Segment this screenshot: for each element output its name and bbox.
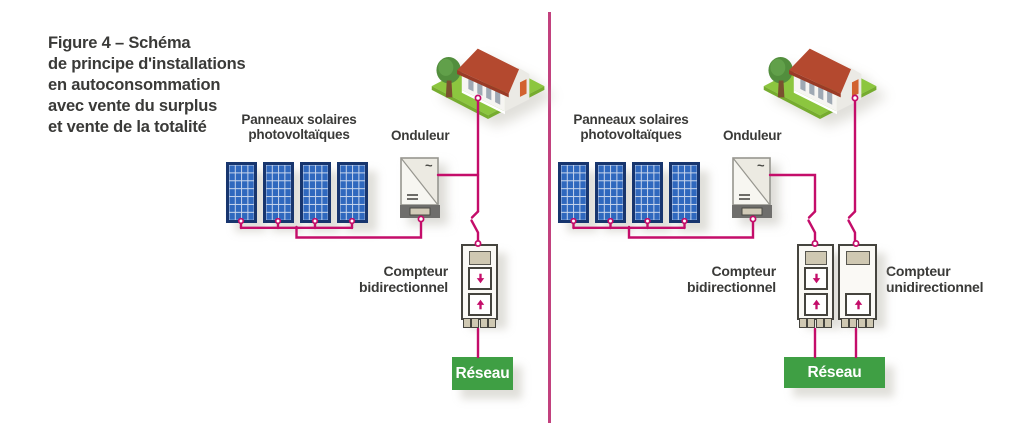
figure-title: Figure 4 – Schéma de principe d'installa… <box>48 34 246 136</box>
solar-panel <box>632 162 663 223</box>
meter-terminals <box>840 318 875 328</box>
solar-panel <box>263 162 294 223</box>
roof <box>457 48 520 94</box>
switch-icon <box>847 210 857 243</box>
right-solar-panels-label: Panneaux solaires photovoltaïques <box>573 112 689 142</box>
grid-box: Réseau <box>452 357 513 390</box>
door-icon <box>519 79 527 97</box>
bidirectional-meter <box>797 244 834 328</box>
right-unidirectional-meter-label: Compteur unidirectionnel <box>886 263 984 295</box>
solar-panel <box>226 162 257 223</box>
unidirectional-meter <box>838 244 877 328</box>
meter-terminals <box>463 318 496 328</box>
switch-icon <box>470 210 480 243</box>
door-icon <box>851 79 859 97</box>
left-bidirectional-meter-label: Compteur bidirectionnel <box>359 263 448 295</box>
meter-export-box <box>468 293 492 316</box>
ac-tilde-icon: ~ <box>425 158 433 173</box>
right-inverter-label: Onduleur <box>723 128 782 143</box>
solar-panel <box>300 162 331 223</box>
solar-panel <box>595 162 626 223</box>
house-icon <box>763 48 877 119</box>
meter-display <box>469 251 491 265</box>
tree-icon <box>436 57 461 98</box>
roof <box>789 48 852 94</box>
inverter-icon: ~ <box>400 157 440 218</box>
meter-import-box <box>468 267 492 290</box>
down-arrow-icon <box>476 273 484 284</box>
ac-tilde-icon: ~ <box>757 158 765 173</box>
right-bidirectional-meter-label: Compteur bidirectionnel <box>687 263 776 295</box>
meter-export-box <box>845 293 871 316</box>
left-solar-panels-label: Panneaux solaires photovoltaïques <box>241 112 357 142</box>
up-arrow-icon <box>854 299 862 310</box>
meter-display <box>805 251 827 265</box>
column-divider <box>548 12 551 423</box>
meter-terminals <box>799 318 832 328</box>
up-arrow-icon <box>476 299 484 310</box>
up-arrow-icon <box>812 299 820 310</box>
meter-export-box <box>804 293 828 316</box>
tree-icon <box>768 57 793 98</box>
grid-label: Réseau <box>455 364 510 382</box>
meter-display <box>846 251 870 265</box>
left-inverter-label: Onduleur <box>391 128 450 143</box>
house-icon <box>431 48 545 119</box>
down-arrow-icon <box>812 273 820 284</box>
switch-icon <box>807 210 817 243</box>
grid-box: Réseau <box>784 357 885 388</box>
solar-panel <box>558 162 589 223</box>
bidirectional-meter <box>461 244 498 328</box>
meter-import-box <box>804 267 828 290</box>
inverter-icon: ~ <box>732 157 772 218</box>
solar-panel <box>669 162 700 223</box>
grid-label: Réseau <box>807 363 862 381</box>
solar-panel <box>337 162 368 223</box>
